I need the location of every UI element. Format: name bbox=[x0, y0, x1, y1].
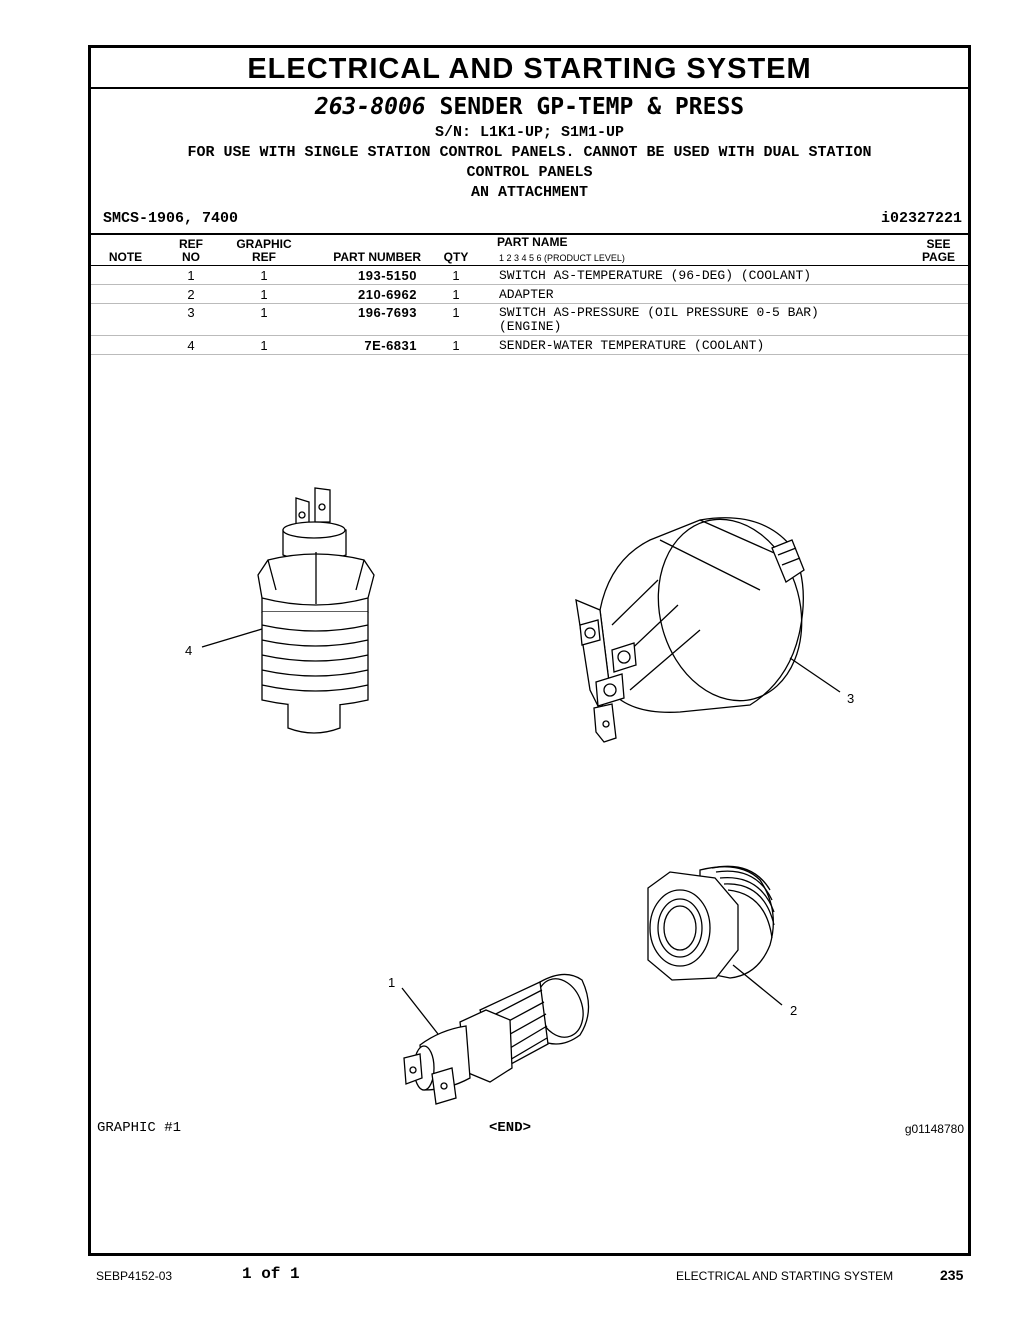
row-part-name: ADAPTER bbox=[499, 287, 554, 302]
row-part-name: SWITCH AS-TEMPERATURE (96-DEG) (COOLANT) bbox=[499, 268, 812, 283]
row-ref: 1 bbox=[187, 268, 195, 283]
row-qty: 1 bbox=[452, 268, 460, 283]
row-divider bbox=[91, 354, 968, 355]
row-part-name: SENDER-WATER TEMPERATURE (COOLANT) bbox=[499, 338, 765, 353]
row-part-name-cont: (ENGINE) bbox=[499, 319, 562, 334]
graphic-id: g01148780 bbox=[904, 1122, 964, 1136]
callout-4: 4 bbox=[185, 643, 193, 658]
page-frame: ELECTRICAL AND STARTING SYSTEM 263-8006 … bbox=[88, 45, 971, 1256]
row-graphic-ref: 1 bbox=[260, 305, 268, 320]
serial-number-range: S/N: L1K1-UP; S1M1-UP bbox=[434, 124, 625, 141]
group-part-number: 263-8006 bbox=[314, 94, 426, 120]
callout-leader-2 bbox=[732, 964, 783, 1006]
row-part-name: SWITCH AS-PRESSURE (OIL PRESSURE 0-5 BAR… bbox=[499, 305, 819, 320]
row-part-number: 7E-6831 bbox=[364, 338, 417, 353]
row-qty: 1 bbox=[452, 305, 460, 320]
header-note: NOTE bbox=[108, 250, 143, 264]
row-divider bbox=[91, 335, 968, 336]
usage-note-line-3: AN ATTACHMENT bbox=[470, 184, 589, 201]
row-part-number: 196-7693 bbox=[358, 305, 417, 320]
row-graphic-ref: 1 bbox=[260, 338, 268, 353]
usage-note-line-1: FOR USE WITH SINGLE STATION CONTROL PANE… bbox=[187, 144, 872, 161]
header-ref-1: REF bbox=[179, 237, 203, 251]
callout-leader-4 bbox=[201, 628, 263, 648]
row-ref: 2 bbox=[187, 287, 195, 302]
row-qty: 1 bbox=[452, 338, 460, 353]
adapter-illustration bbox=[647, 865, 775, 981]
header-graphic-1: GRAPHIC bbox=[236, 237, 292, 251]
usage-note-line-2: CONTROL PANELS bbox=[466, 164, 593, 181]
footer-doc-number: SEBP4152-03 bbox=[96, 1269, 173, 1283]
header-see-1: SEE bbox=[926, 237, 951, 251]
row-part-number: 193-5150 bbox=[358, 268, 417, 283]
row-divider bbox=[91, 284, 968, 285]
row-divider bbox=[91, 303, 968, 304]
footer-section: ELECTRICAL AND STARTING SYSTEM bbox=[676, 1269, 894, 1283]
callout-leader-1 bbox=[401, 987, 439, 1035]
header-ref-2: NO bbox=[182, 250, 200, 264]
header-part-name: PART NAME bbox=[497, 235, 568, 249]
group-name: SENDER GP-TEMP & PRESS bbox=[439, 94, 745, 120]
callout-2: 2 bbox=[790, 1003, 798, 1018]
row-ref: 3 bbox=[187, 305, 195, 320]
header-see-2: PAGE bbox=[921, 250, 956, 264]
header-divider bbox=[91, 233, 968, 235]
header-qty: QTY bbox=[443, 250, 469, 264]
section-title: ELECTRICAL AND STARTING SYSTEM bbox=[91, 48, 968, 89]
graphic-label: GRAPHIC #1 bbox=[97, 1120, 182, 1136]
info-id: i02327221 bbox=[880, 210, 962, 227]
callout-3: 3 bbox=[847, 691, 855, 706]
footer-page-of: 1 of 1 bbox=[242, 1265, 300, 1283]
callout-leader-3 bbox=[789, 657, 841, 693]
switch-temperature-illustration bbox=[403, 973, 590, 1105]
header-graphic-2: REF bbox=[252, 250, 276, 264]
group-title: 263-8006 SENDER GP-TEMP & PRESS bbox=[91, 92, 968, 122]
callout-1: 1 bbox=[388, 975, 396, 990]
end-marker: <END> bbox=[489, 1120, 532, 1136]
row-graphic-ref: 1 bbox=[260, 287, 268, 302]
row-graphic-ref: 1 bbox=[260, 268, 268, 283]
sender-water-temperature-illustration bbox=[257, 487, 375, 734]
header-product-level: 1 2 3 4 5 6 (PRODUCT LEVEL) bbox=[499, 253, 625, 263]
switch-pressure-illustration bbox=[575, 517, 805, 743]
smcs-code: SMCS-1906, 7400 bbox=[103, 210, 239, 227]
row-ref: 4 bbox=[187, 338, 195, 353]
footer-page-number: 235 bbox=[940, 1267, 964, 1283]
header-part-number: PART NUMBER bbox=[333, 250, 421, 264]
row-part-number: 210-6962 bbox=[358, 287, 417, 302]
row-qty: 1 bbox=[452, 287, 460, 302]
table-header-rule bbox=[91, 265, 968, 266]
